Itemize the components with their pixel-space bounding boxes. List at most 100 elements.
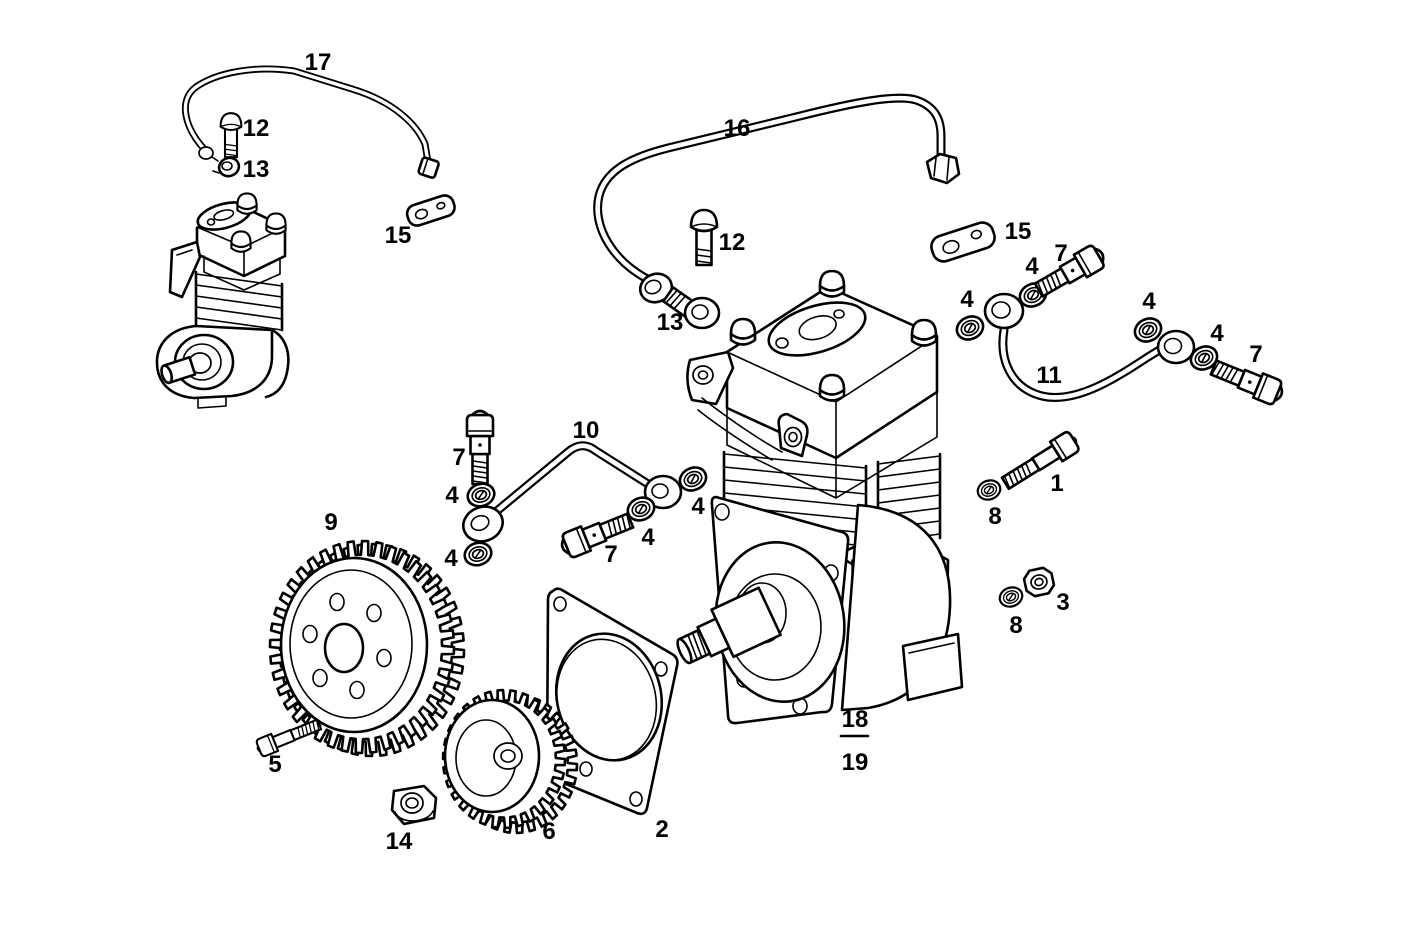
pipe-end-fitting [417, 156, 440, 179]
pipe-fitting-13 [638, 272, 721, 330]
head-bolt [236, 192, 258, 215]
sealing-washer-4 [463, 479, 499, 511]
pipe-fitting-13 [211, 156, 241, 178]
head-bolt [818, 373, 846, 402]
flange-pad [767, 301, 867, 357]
callout-19: 19 [842, 749, 869, 776]
gasket-hole [654, 661, 668, 677]
callout-15-a: 15 [385, 222, 412, 249]
gear-hub [493, 742, 523, 770]
callout-1: 1 [1050, 470, 1063, 497]
callouts: 17 12 13 15 16 12 13 15 7 4 4 11 4 4 7 1… [243, 49, 1263, 855]
small-compressor [155, 192, 290, 409]
gear-hole [302, 624, 318, 644]
callout-4-h: 4 [641, 524, 655, 551]
callout-7-d: 7 [604, 541, 617, 568]
hollow-screw-7 [556, 507, 637, 562]
callout-15-b: 15 [1005, 218, 1032, 245]
banjo-eye [983, 292, 1025, 330]
mounting-bracket [168, 240, 202, 299]
gear-hole [376, 648, 392, 668]
support-rib [697, 397, 783, 461]
large-gear-9 [268, 539, 466, 758]
gear-hole [349, 680, 365, 700]
callout-10: 10 [573, 417, 600, 444]
head-bolt [265, 212, 287, 235]
air-pipe-16 [593, 93, 961, 287]
pad-hole [775, 337, 789, 349]
pipe-end-fitting [198, 146, 214, 160]
banjo-eye [643, 474, 683, 510]
gear-bore [323, 622, 365, 674]
callout-18: 18 [842, 706, 869, 733]
callout-2: 2 [655, 816, 668, 843]
head-bolt [729, 317, 757, 346]
crankcase-bulge [264, 328, 290, 399]
main-compressor [676, 269, 964, 738]
nut-3 [1021, 565, 1057, 599]
pad-hole [206, 218, 216, 226]
callout-4-e: 4 [445, 482, 459, 509]
foot [197, 395, 227, 409]
gasket-hole [579, 761, 593, 777]
retaining-plate-15 [930, 221, 996, 263]
callout-7-b: 7 [1249, 341, 1262, 368]
callout-12-a: 12 [243, 115, 270, 142]
head-bolt [818, 269, 846, 298]
hex-bolt-5 [253, 714, 324, 759]
hex-bolt-1 [997, 428, 1084, 495]
valve-plate-edge [203, 255, 281, 291]
banjo-eye [1156, 329, 1196, 365]
callout-4-c: 4 [1142, 288, 1156, 315]
crankshaft [676, 586, 782, 665]
pipe-10-group [460, 409, 712, 570]
callout-8-b: 8 [1009, 612, 1022, 639]
callout-6: 6 [542, 818, 555, 845]
callout-14: 14 [386, 828, 413, 855]
sealing-washer-4 [460, 538, 496, 570]
pipe-union-nut [925, 152, 961, 185]
callout-17: 17 [305, 49, 332, 76]
washer-8 [973, 476, 1005, 504]
hollow-screw-7 [1031, 240, 1110, 303]
screw-plug-12 [219, 112, 243, 159]
callout-4-a: 4 [1025, 253, 1039, 280]
callout-4-d: 4 [1210, 320, 1224, 347]
callout-11: 11 [1036, 362, 1061, 389]
callout-8-a: 8 [988, 503, 1001, 530]
callout-16: 16 [724, 115, 751, 142]
callout-13-a: 13 [243, 156, 270, 183]
cooling-fins [195, 273, 283, 331]
pad-hole [833, 309, 845, 319]
nut-14 [390, 784, 438, 826]
flange-hole [714, 503, 730, 521]
gasket-hole [629, 791, 643, 807]
head-bolt [230, 230, 252, 253]
gasket-2 [545, 587, 679, 816]
callout-7-c: 7 [452, 444, 465, 471]
hollow-screw-7 [1207, 354, 1288, 409]
callout-4-f: 4 [444, 545, 458, 572]
callout-4-b: 4 [960, 286, 974, 313]
cylinder-edges [194, 270, 284, 332]
banjo-eye [462, 505, 504, 543]
cooling-fins-left [723, 453, 867, 547]
callout-9: 9 [324, 509, 337, 536]
callout-12-b: 12 [719, 229, 746, 256]
small-gear-6 [441, 688, 579, 835]
washer-8 [995, 583, 1027, 611]
gear-hole [312, 668, 328, 688]
air-pipe-17 [181, 65, 440, 179]
screw-plug-12 [689, 208, 719, 267]
callout-3: 3 [1056, 589, 1069, 616]
retaining-plate-15 [405, 194, 456, 227]
pipe-11-group [951, 240, 1288, 409]
callout-7-a: 7 [1054, 240, 1067, 267]
cooling-fins-right [877, 455, 941, 543]
sealing-washer-4 [951, 311, 989, 345]
drive-shaft [160, 355, 197, 385]
head-bolt [910, 318, 938, 347]
gear-hole [366, 603, 382, 623]
callout-5: 5 [268, 751, 281, 778]
